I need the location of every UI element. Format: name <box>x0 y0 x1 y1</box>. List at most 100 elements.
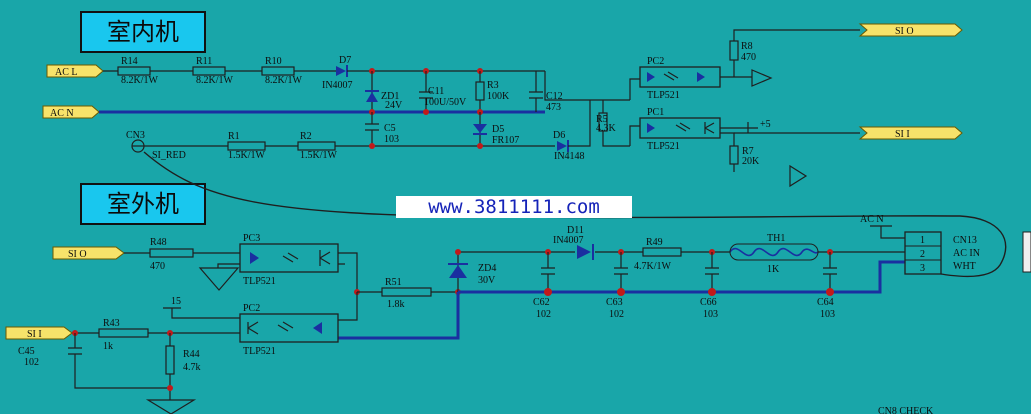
signal-acl <box>46 64 104 78</box>
r44-ref: R44 <box>183 349 200 360</box>
c11-ref: C11 <box>428 86 444 97</box>
r1-val: 1.5K/1W <box>228 150 266 161</box>
pc2-light <box>663 71 679 81</box>
pc1-ref: PC1 <box>647 107 664 118</box>
r8-ref: R8 <box>741 41 753 52</box>
r14-val: 8.2K/1W <box>121 75 159 86</box>
buffer-triangle <box>751 69 773 87</box>
d6-val: IN4148 <box>554 151 585 162</box>
c45-val: 102 <box>24 357 39 368</box>
bottom-label: CN8 CHECK <box>878 406 934 414</box>
c5-ref: C5 <box>384 123 396 134</box>
r3-val: 100K <box>487 91 510 102</box>
c64 <box>823 252 837 292</box>
r8-val: 470 <box>741 52 756 63</box>
node <box>455 249 461 255</box>
pc3-gnd-wire <box>217 263 240 268</box>
c62 <box>541 252 555 292</box>
edge-block <box>1022 231 1031 273</box>
r1-ref: R1 <box>228 131 240 142</box>
r5-wire <box>602 78 640 147</box>
cn13-pin3: 3 <box>920 263 925 274</box>
zd1-diode <box>366 92 378 102</box>
pc2-ref: PC2 <box>647 56 664 67</box>
r7-val: 20K <box>742 156 760 167</box>
r3-ref: R3 <box>487 80 499 91</box>
r7 <box>729 145 739 165</box>
r5-val: 4.3K <box>596 123 617 134</box>
c11-val: 100U/50V <box>424 97 467 108</box>
pc2o-val: TLP521 <box>243 346 276 357</box>
c62-ref: C62 <box>533 297 550 308</box>
pc2o-wire <box>338 292 358 321</box>
r49-ref: R49 <box>646 237 663 248</box>
zd4-diode <box>449 265 467 278</box>
r49-val: 4.7K/1W <box>634 261 672 272</box>
cn13-line1: AC IN <box>953 248 980 259</box>
r49 <box>642 247 682 257</box>
r44-val: 4.7k <box>183 362 201 373</box>
node <box>826 288 834 296</box>
signal-acn-label: AC N <box>50 108 74 119</box>
ground-symbol <box>145 399 197 414</box>
c62-val: 102 <box>536 309 551 320</box>
r10-val: 8.2K/1W <box>265 75 303 86</box>
r8 <box>729 40 739 61</box>
r10-ref: R10 <box>265 56 282 67</box>
pc2o-ref: PC2 <box>243 303 260 314</box>
r7-ref: R7 <box>742 146 754 157</box>
r43-val: 1k <box>103 341 113 352</box>
pc2-val: TLP521 <box>647 90 680 101</box>
plus5-label: +5 <box>760 119 771 130</box>
pc-out-wire <box>720 76 752 142</box>
outdoor-title: 室外机 <box>80 183 206 225</box>
out-signal-sii-label: SI I <box>27 329 42 340</box>
c63-val: 102 <box>609 309 624 320</box>
pc3-transistor <box>319 250 331 266</box>
watermark: www.3811111.com <box>396 196 632 218</box>
pc3-out-wire <box>338 252 358 292</box>
r43-ref: R43 <box>103 318 120 329</box>
pc1-transistor <box>704 122 715 134</box>
sii-wire <box>733 132 860 172</box>
signal-sii-label: SI I <box>895 129 910 140</box>
d5-ref: D5 <box>492 124 504 135</box>
r2-val: 1.5K/1W <box>300 150 338 161</box>
indoor-title: 室内机 <box>80 11 206 53</box>
pc1-val: TLP521 <box>647 141 680 152</box>
r51-val: 1.8k <box>387 299 405 310</box>
pc3-val: TLP521 <box>243 276 276 287</box>
r14 <box>117 66 151 76</box>
c45 <box>68 333 170 389</box>
r43 <box>98 328 149 338</box>
c63-ref: C63 <box>606 297 623 308</box>
r48-ref: R48 <box>150 237 167 248</box>
out-signal-sii <box>5 326 73 340</box>
c66-val: 103 <box>703 309 718 320</box>
zd1-ref: ZD1 <box>381 91 399 102</box>
plus15-wire <box>163 307 240 319</box>
out-signal-sio-label: SI O <box>68 249 87 260</box>
d6-ref: D6 <box>553 130 565 141</box>
d5-diode <box>473 124 487 133</box>
c64-ref: C64 <box>817 297 834 308</box>
c5 <box>365 112 379 146</box>
signal-sii <box>858 126 963 140</box>
r10 <box>261 66 295 76</box>
c12 <box>529 71 543 112</box>
d7-ref: D7 <box>339 55 351 66</box>
pc3-light <box>282 252 299 263</box>
r48-val: 470 <box>150 261 165 272</box>
c12-val: 473 <box>546 102 561 113</box>
out-acn-label: AC N <box>860 214 884 225</box>
pc2-outdoor <box>239 313 339 343</box>
th1-body <box>729 243 819 261</box>
cn3-sub: SI_RED <box>152 150 186 161</box>
r3 <box>475 81 485 101</box>
zd4-ref: ZD4 <box>478 263 496 274</box>
cn13-pin1: 1 <box>920 235 925 246</box>
node <box>708 288 716 296</box>
th1-val: 1K <box>767 264 780 275</box>
node <box>477 143 483 149</box>
